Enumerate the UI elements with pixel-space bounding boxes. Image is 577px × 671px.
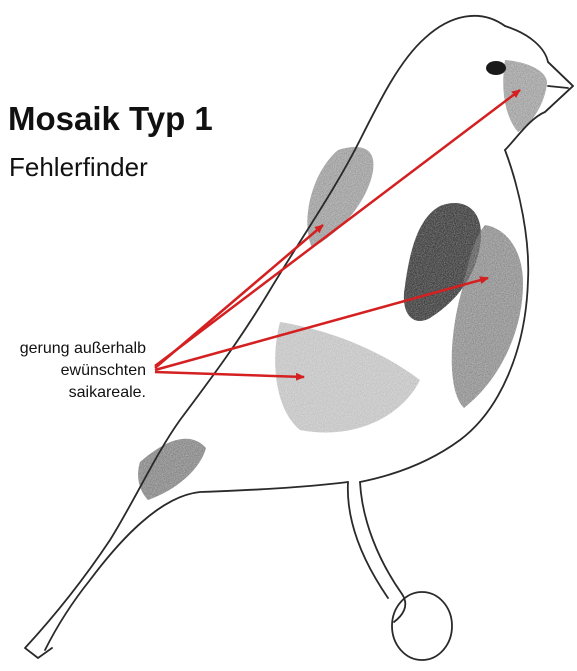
eye-icon <box>486 61 506 75</box>
neck-shading <box>307 147 373 248</box>
cheek-shading <box>503 60 547 132</box>
foot-loop <box>392 592 452 660</box>
beak-outline <box>545 62 573 112</box>
underside-tail-outline <box>45 482 348 650</box>
callout-line: saikareale. <box>20 382 146 404</box>
callout-line: ewünschten <box>20 360 146 382</box>
callout-text: gerung außerhalb ewünschten saikareale. <box>20 338 146 404</box>
leg-outline <box>348 482 405 622</box>
diagram-subtitle: Fehlerfinder <box>9 152 148 183</box>
rump-shading <box>138 439 206 500</box>
callout-line: gerung außerhalb <box>20 338 146 360</box>
diagram-title: Mosaik Typ 1 <box>8 100 213 138</box>
